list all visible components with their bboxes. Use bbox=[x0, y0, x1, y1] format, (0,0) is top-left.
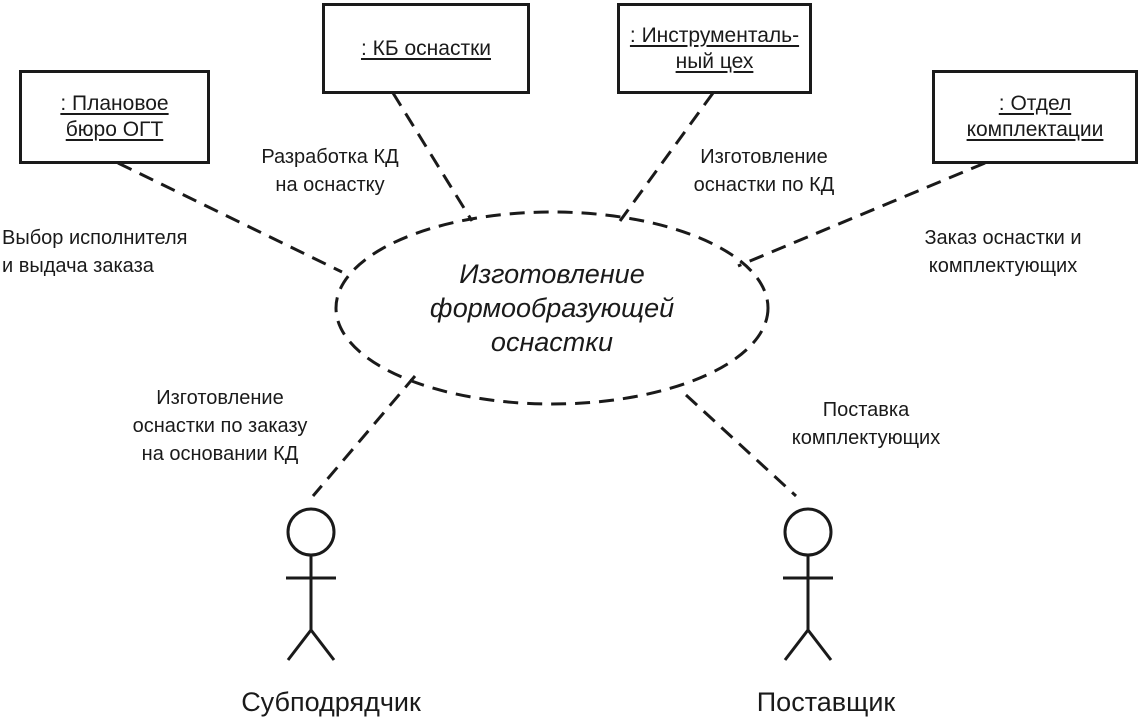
actor-subcontractor-name: Субподрядчик bbox=[241, 687, 421, 717]
box-completion-dept: : Отдел комплектации bbox=[932, 70, 1138, 164]
connector-completion bbox=[737, 161, 986, 268]
label-supplier-link: Поставка комплектующих bbox=[791, 399, 941, 449]
box-kb-tooling: : КБ оснастки bbox=[322, 3, 530, 94]
box-planning-bureau: : Плановое бюро ОГТ bbox=[19, 70, 210, 164]
label-subcontractor-link: Изготовление оснастки по заказу на основ… bbox=[132, 387, 308, 465]
use-case-ellipse bbox=[334, 210, 770, 406]
connector-subcontractor bbox=[311, 375, 417, 497]
connector-supplier bbox=[684, 393, 798, 498]
box-planning-bureau-label: : Плановое бюро ОГТ bbox=[60, 92, 169, 141]
connector-planning bbox=[117, 161, 343, 274]
label-kb-link: Разработка КД на оснастку bbox=[261, 146, 399, 196]
label-completion-link: Заказ оснастки и комплектующих bbox=[924, 227, 1082, 277]
box-tool-shop: : Инструменталь- ный цех bbox=[617, 3, 812, 94]
connector-tool-shop bbox=[618, 92, 715, 222]
connector-kb bbox=[391, 92, 474, 222]
label-tool-shop-link: Изготовление оснастки по КД bbox=[693, 146, 835, 196]
label-planning-link: Выбор исполнителя и выдача заказа bbox=[2, 227, 188, 277]
actor-supplier-figure bbox=[783, 507, 833, 661]
actor-subcontractor-figure bbox=[286, 507, 336, 661]
box-kb-tooling-label: : КБ оснастки bbox=[360, 36, 491, 60]
box-completion-dept-label: : Отдел комплектации bbox=[966, 92, 1104, 141]
box-tool-shop-label: : Инструменталь- ный цех bbox=[629, 23, 800, 73]
actor-supplier-name: Поставщик bbox=[756, 687, 896, 717]
use-case-title: Изготовление формообразующей оснастки bbox=[429, 259, 675, 357]
